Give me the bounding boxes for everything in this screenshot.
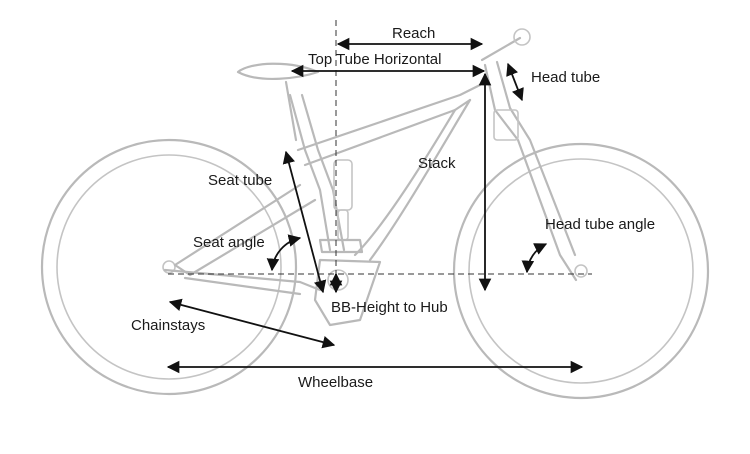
chainstays-arrow <box>168 298 336 349</box>
top-tube-horizontal-label: Top Tube Horizontal <box>308 51 441 68</box>
seat-angle-arc <box>266 234 302 272</box>
fork-and-headset <box>483 60 578 282</box>
bike-outline <box>40 28 710 400</box>
head-tube-arrow <box>506 62 524 102</box>
handlebar-stem <box>480 28 531 62</box>
seat-tube-label: Seat tube <box>208 172 272 189</box>
reach-label: Reach <box>392 25 435 42</box>
seat-angle-label: Seat angle <box>193 234 265 251</box>
wheelbase-label: Wheelbase <box>298 374 373 391</box>
chainstays-label: Chainstays <box>131 317 205 334</box>
seat-tube-arrow <box>282 150 327 294</box>
head-tube-angle-label: Head tube angle <box>545 216 655 233</box>
head-tube-label: Head tube <box>531 69 600 86</box>
bb-height-to-hub-label: BB-Height to Hub <box>331 299 448 316</box>
stack-label: Stack <box>418 155 456 172</box>
head-tube-angle-arc <box>521 243 548 274</box>
front-wheel <box>452 142 710 400</box>
